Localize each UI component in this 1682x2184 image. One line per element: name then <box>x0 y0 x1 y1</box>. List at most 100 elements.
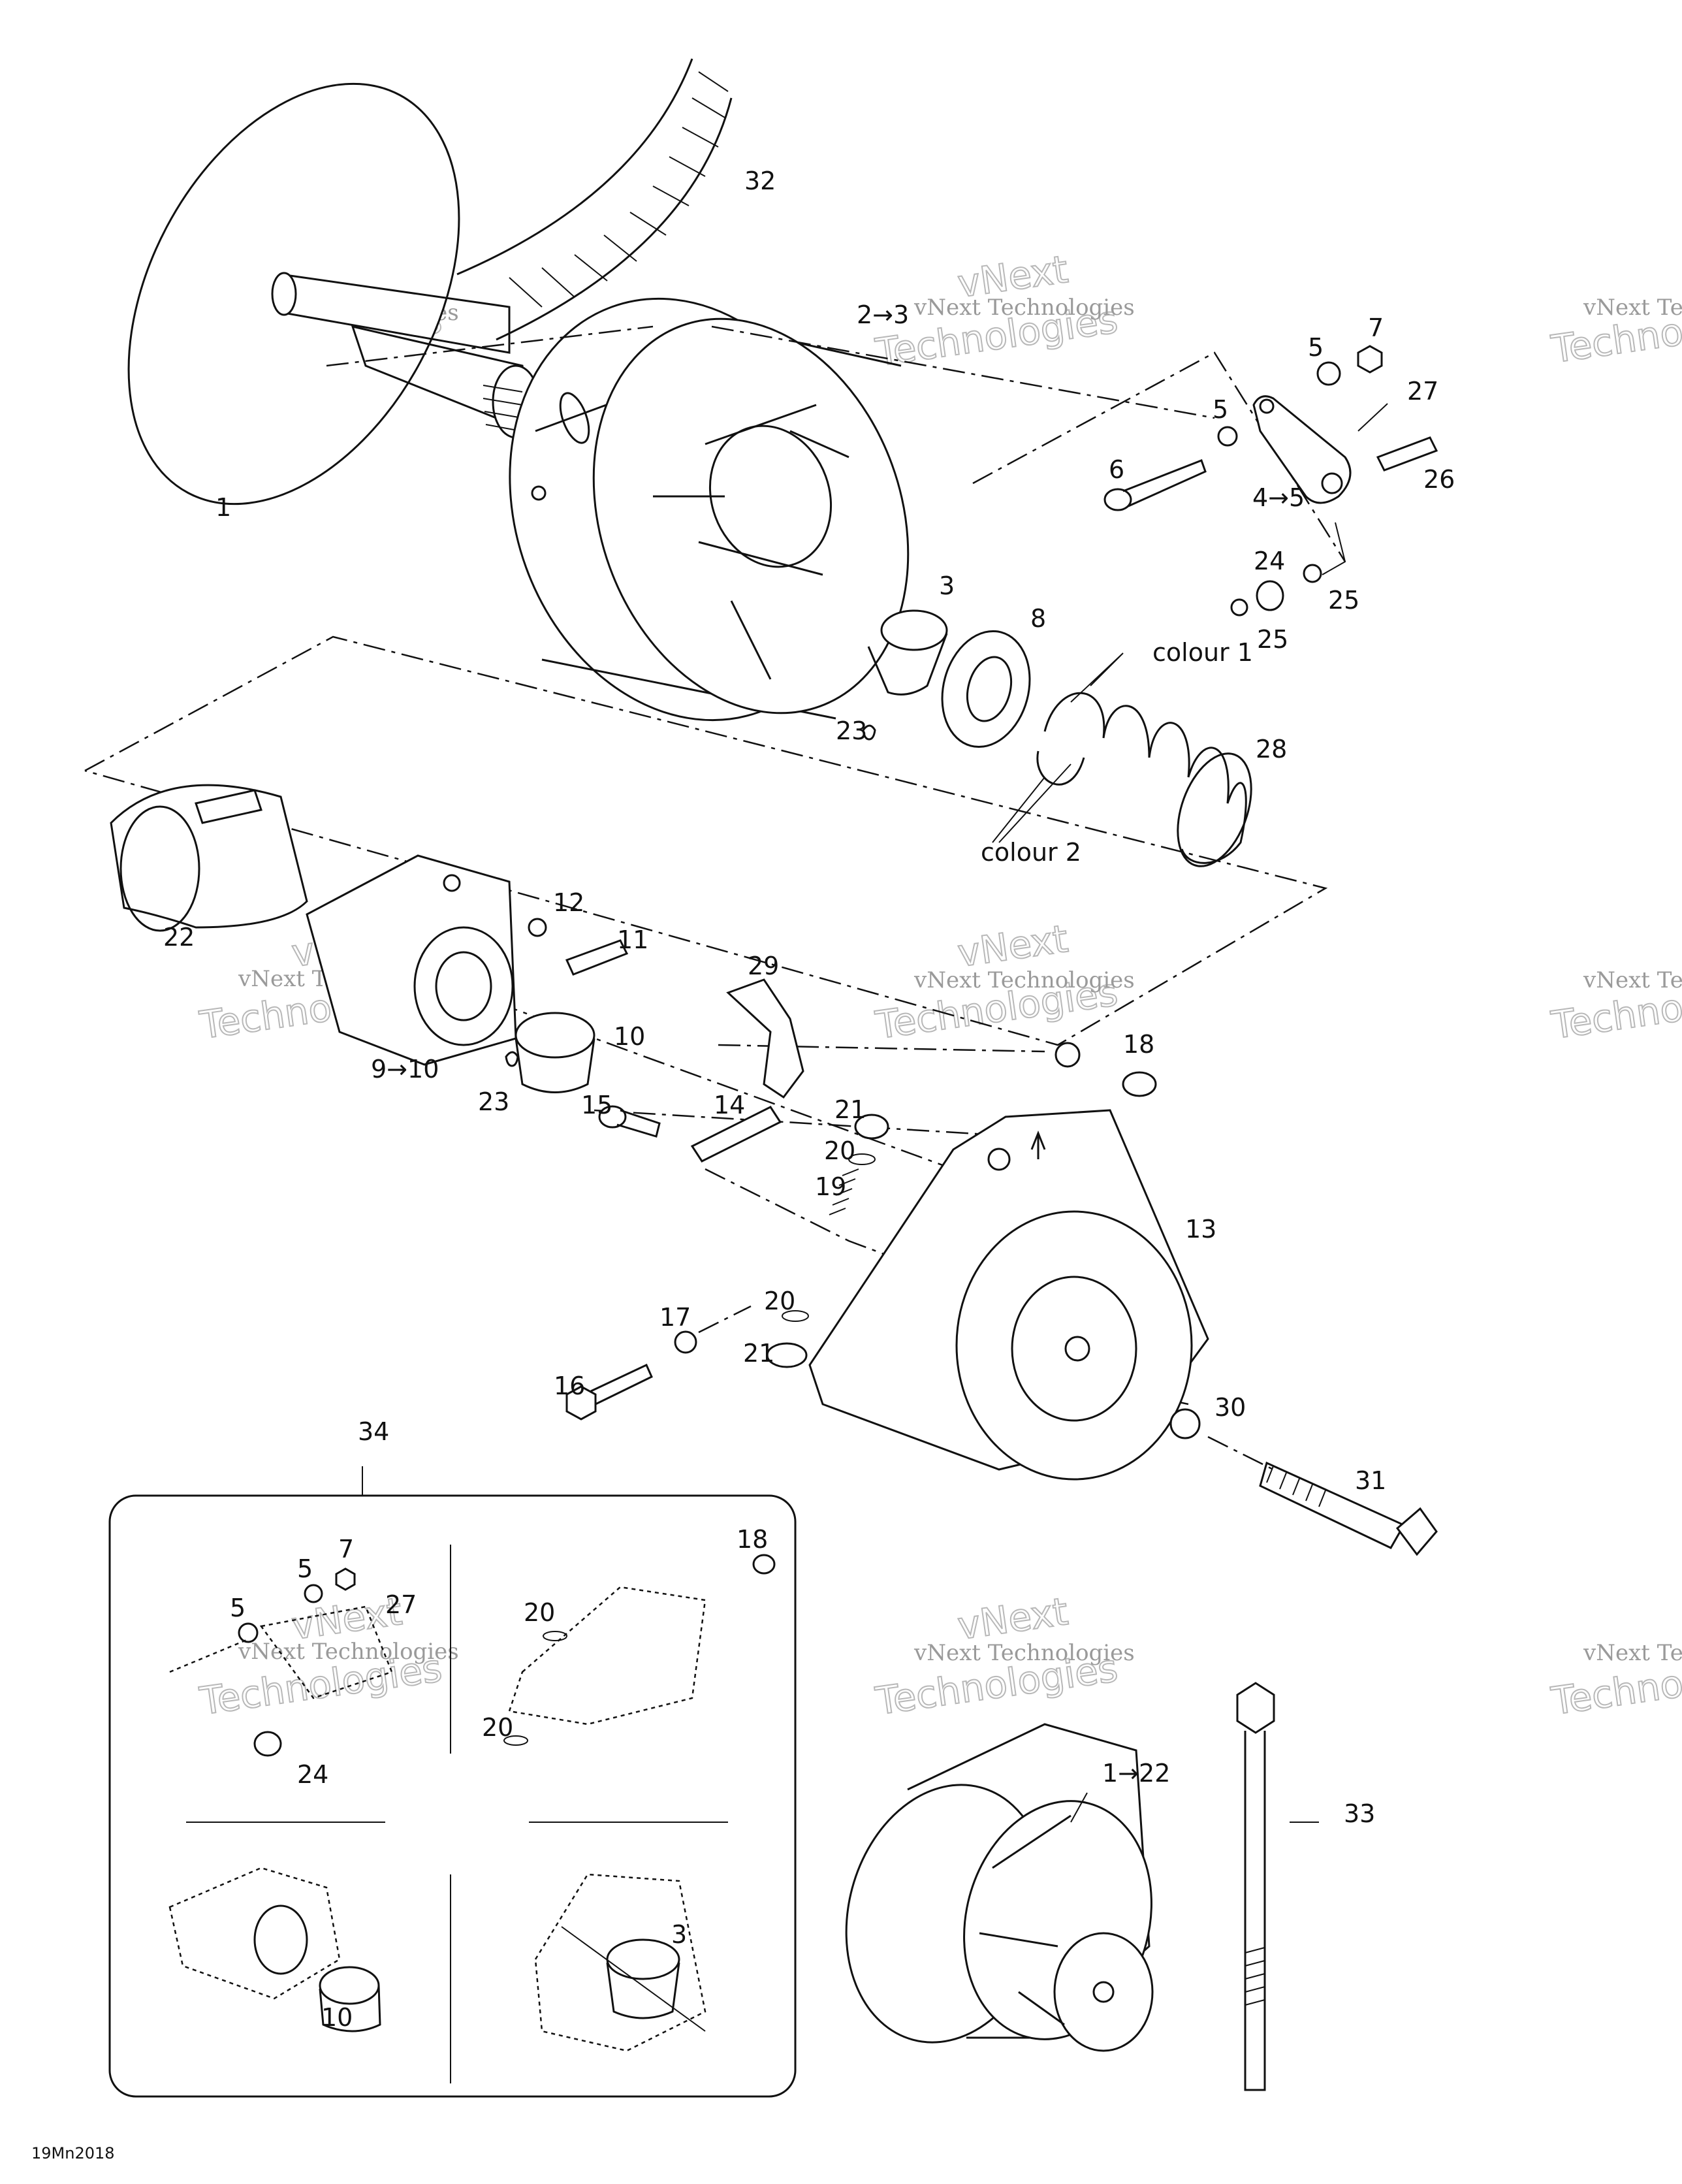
part-27-pin <box>1357 403 1388 432</box>
part-24-roller-25-washers <box>1230 522 1346 617</box>
callout-label: 9→10 <box>371 1055 439 1084</box>
part-32-drive-belt <box>456 58 733 341</box>
callout-label: 11 <box>617 925 648 954</box>
callout-label: 20 <box>482 1713 513 1742</box>
kit-quadrant-bottom-right <box>534 1873 706 2052</box>
callout-label: 21 <box>743 1339 774 1368</box>
svg-text:vNext Technologies: vNext Technologies <box>1583 967 1682 993</box>
svg-text:vNext Technologies: vNext Technologies <box>1583 295 1682 321</box>
callout-label: 31 <box>1355 1466 1386 1495</box>
part-15-screw-14-pin <box>598 1105 782 1163</box>
callout-label: 23 <box>478 1087 509 1116</box>
callout-label: 6 <box>1109 455 1124 484</box>
callout-label: 19 <box>815 1172 846 1201</box>
watermark-low-right: Technologies vNext Technologies <box>1547 1640 1682 1724</box>
watermark-top-right: Technologies vNext Technologies <box>1547 293 1682 372</box>
kit-quadrant-top-left <box>169 1567 393 1757</box>
callout-label: 4→5 <box>1252 483 1305 512</box>
part-7-nut <box>1357 345 1383 374</box>
callout-label: 17 <box>659 1303 691 1332</box>
part-30-washer-31-bolt <box>1169 1408 1438 1556</box>
callout-label: 27 <box>385 1590 417 1619</box>
callout-label: 25 <box>1328 586 1359 615</box>
svg-text:vNext Technologies: vNext Technologies <box>1583 1640 1682 1666</box>
callout-label: 20 <box>524 1598 555 1627</box>
callout-label: 30 <box>1214 1393 1246 1422</box>
part-19-spring-20-washer-21-rollers <box>766 1114 889 1368</box>
part-10-bushing <box>515 1012 595 1093</box>
callout-label: 5 <box>297 1554 313 1583</box>
watermark-top-center: Technologies vNext Technologies vNext <box>872 246 1135 376</box>
callout-label: colour 2 <box>981 838 1081 867</box>
callout-label: 22 <box>163 923 195 952</box>
callout-label: 34 <box>358 1417 389 1446</box>
callout-label: 10 <box>321 2003 353 2032</box>
callout-label: 3 <box>671 1920 687 1949</box>
watermark-low-center: Technologies vNext Technologies vNext <box>872 1588 1135 1724</box>
callout-label: 18 <box>1123 1030 1154 1059</box>
part-13-governor-cup <box>808 1042 1209 1481</box>
callout-label: 28 <box>1256 735 1287 763</box>
callout-label: 10 <box>614 1022 645 1051</box>
part-2-movable-sheave <box>509 297 910 722</box>
callout-label: 23 <box>836 716 867 745</box>
watermark-mid-center: Technologies vNext Technologies vNext <box>872 916 1134 1048</box>
part-22-slider-ring <box>110 784 308 932</box>
callout-label: 32 <box>744 167 776 195</box>
figure-code: 19Mn2018 <box>31 2144 115 2162</box>
callout-label: 3 <box>939 571 955 600</box>
callout-label: 2→3 <box>857 300 909 329</box>
part-4-lever-arm <box>1252 395 1352 504</box>
callout-label: 24 <box>1254 547 1285 575</box>
callout-label: 29 <box>748 952 779 980</box>
leader-lines <box>992 652 1319 1823</box>
callout-label: 20 <box>824 1136 855 1165</box>
kit-box-34 <box>108 1466 797 2098</box>
svg-text:vNext Technologies: vNext Technologies <box>238 1639 459 1665</box>
callout-label: colour 1 <box>1152 638 1253 667</box>
watermark-mid-right: Technologies vNext Technologies <box>1547 967 1682 1048</box>
callout-label: 20 <box>764 1287 795 1315</box>
part-29-ramp <box>726 978 804 1099</box>
part-8-washer <box>941 630 1031 748</box>
kit-quadrant-bottom-left <box>168 1867 381 2032</box>
part-33-long-bolt <box>1236 1682 1275 2091</box>
callout-label: 16 <box>554 1372 585 1400</box>
callout-label: 8 <box>1030 604 1046 633</box>
part-5-spacers <box>1217 361 1341 447</box>
assembled-clutch <box>845 1723 1154 2052</box>
callout-label: 5 <box>1308 333 1324 362</box>
callout-label: 7 <box>338 1535 354 1564</box>
watermark-low-left: Technologies vNext Technologies vNext <box>196 1588 459 1724</box>
callout-label: 25 <box>1257 625 1288 654</box>
callout-label: 1 <box>215 493 231 522</box>
callout-label: 15 <box>581 1091 612 1119</box>
callout-label: 5 <box>1213 395 1228 424</box>
callout-label: 14 <box>714 1091 745 1119</box>
kit-quadrant-top-right <box>503 1554 776 1746</box>
svg-text:vNext Technologies: vNext Technologies <box>913 1640 1135 1666</box>
callout-label: 26 <box>1423 465 1455 494</box>
part-16-bolt-17-washer <box>565 1330 697 1421</box>
callout-label: 1→22 <box>1102 1759 1170 1788</box>
part-6-bolt <box>1103 459 1207 511</box>
callout-label: 21 <box>834 1095 866 1124</box>
callout-label: 33 <box>1344 1799 1375 1828</box>
callout-label: 13 <box>1185 1215 1216 1244</box>
part-26-roller <box>1376 436 1438 472</box>
callout-label: 5 <box>230 1594 246 1622</box>
part-23-grease <box>505 724 876 1067</box>
part-1-fixed-sheave <box>127 82 540 506</box>
part-9-spider <box>306 854 517 1066</box>
callout-label: 12 <box>553 888 584 917</box>
part-3-bushing <box>867 609 948 696</box>
callout-label: 24 <box>297 1760 328 1789</box>
part-18-nut <box>1122 1071 1157 1097</box>
callout-label: 18 <box>737 1525 768 1554</box>
svg-text:vNext Technologies: vNext Technologies <box>913 967 1135 993</box>
svg-text:vNext Technologies: vNext Technologies <box>913 295 1135 321</box>
callout-label: 7 <box>1368 313 1384 342</box>
callout-label: 27 <box>1407 377 1438 406</box>
